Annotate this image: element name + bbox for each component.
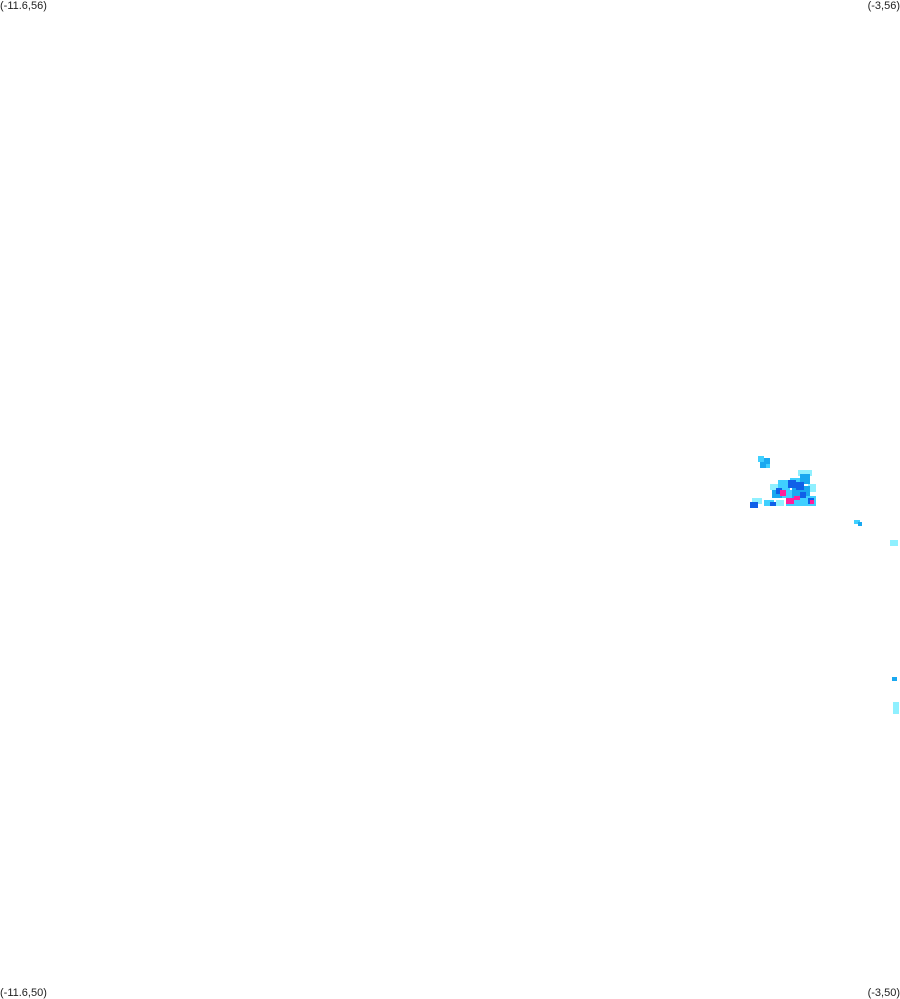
cluster-north xyxy=(758,456,770,468)
cluster-main xyxy=(750,470,816,508)
corner-label-bottom-left: (-11.6,50) xyxy=(0,987,47,999)
corner-label-top-right: (-3,56) xyxy=(867,0,900,12)
scattered-spots xyxy=(854,520,899,714)
corner-label-bottom-right: (-3,50) xyxy=(867,987,900,999)
corner-label-top-left: (-11.6,56) xyxy=(0,0,47,12)
